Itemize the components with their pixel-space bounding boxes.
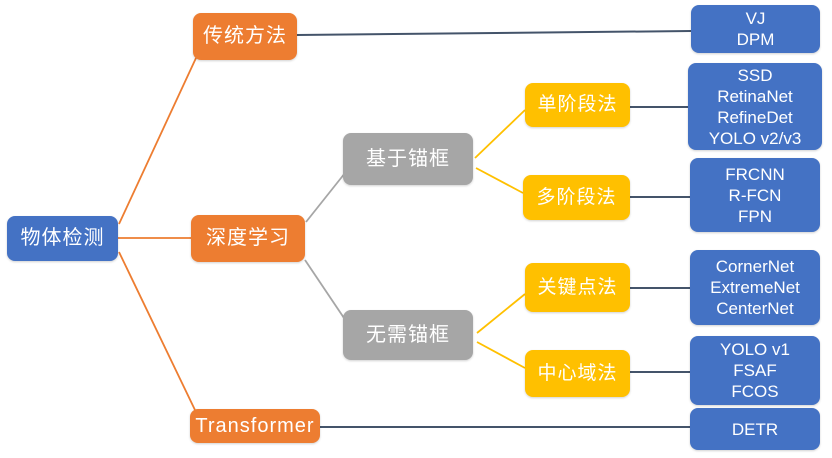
method-label: YOLO v1 — [720, 340, 790, 359]
node-anchor-based: 基于锚框 — [343, 133, 473, 185]
connector-root-traditional — [118, 57, 197, 225]
node-multi-stage: 多阶段法 — [523, 175, 630, 220]
method-label: SSD — [737, 65, 773, 85]
method-label: ExtremeNet — [710, 278, 800, 297]
connector-anchorfree-keypoint — [476, 293, 526, 334]
node-deep-learning: 深度学习 — [191, 215, 305, 262]
method-label: FPN — [738, 206, 772, 226]
leaf-single-stage-methods: SSD RetinaNet RefineDet YOLO v2/v3 — [688, 63, 822, 150]
method-label: DETR — [731, 419, 779, 439]
leaf-transformer-methods: DETR — [690, 408, 820, 450]
leaf-keypoint-methods: CornerNet ExtremeNet CenterNet — [690, 250, 820, 325]
leaf-traditional-methods: VJ DPM — [691, 5, 820, 53]
connector-traditional-leaf — [296, 30, 692, 36]
connector-anchorbased-single — [474, 109, 526, 159]
node-traditional-methods: 传统方法 — [193, 13, 297, 60]
node-object-detection: 物体检测 — [7, 216, 118, 261]
method-label: RefineDet — [717, 107, 793, 127]
method-label: FCOS — [731, 382, 779, 401]
method-label: DPM — [736, 30, 775, 49]
connector-anchorbased-multi — [475, 167, 524, 194]
method-label: CornerNet — [715, 257, 795, 276]
leaf-multi-stage-methods: FRCNN R-FCN FPN — [690, 158, 820, 232]
node-single-stage: 单阶段法 — [525, 83, 630, 127]
connector-deep-anchor-free — [304, 259, 347, 322]
node-anchor-free: 无需锚框 — [343, 310, 473, 360]
method-label: R-FCN — [728, 185, 782, 205]
method-label: VJ — [745, 9, 766, 28]
node-keypoint-method: 关键点法 — [525, 263, 630, 312]
connector-root-transformer — [118, 251, 196, 411]
method-label: YOLO v2/v3 — [708, 128, 802, 148]
leaf-center-region-methods: YOLO v1 FSAF FCOS — [690, 336, 820, 405]
connector-deep-anchor-based — [305, 172, 346, 223]
method-label: CenterNet — [716, 299, 794, 318]
node-transformer: Transformer — [190, 409, 320, 443]
method-label: FRCNN — [725, 164, 785, 184]
method-label: RetinaNet — [717, 86, 793, 106]
node-center-region-method: 中心域法 — [525, 350, 630, 397]
connector-anchorfree-center — [476, 341, 526, 369]
method-label: FSAF — [733, 361, 777, 380]
